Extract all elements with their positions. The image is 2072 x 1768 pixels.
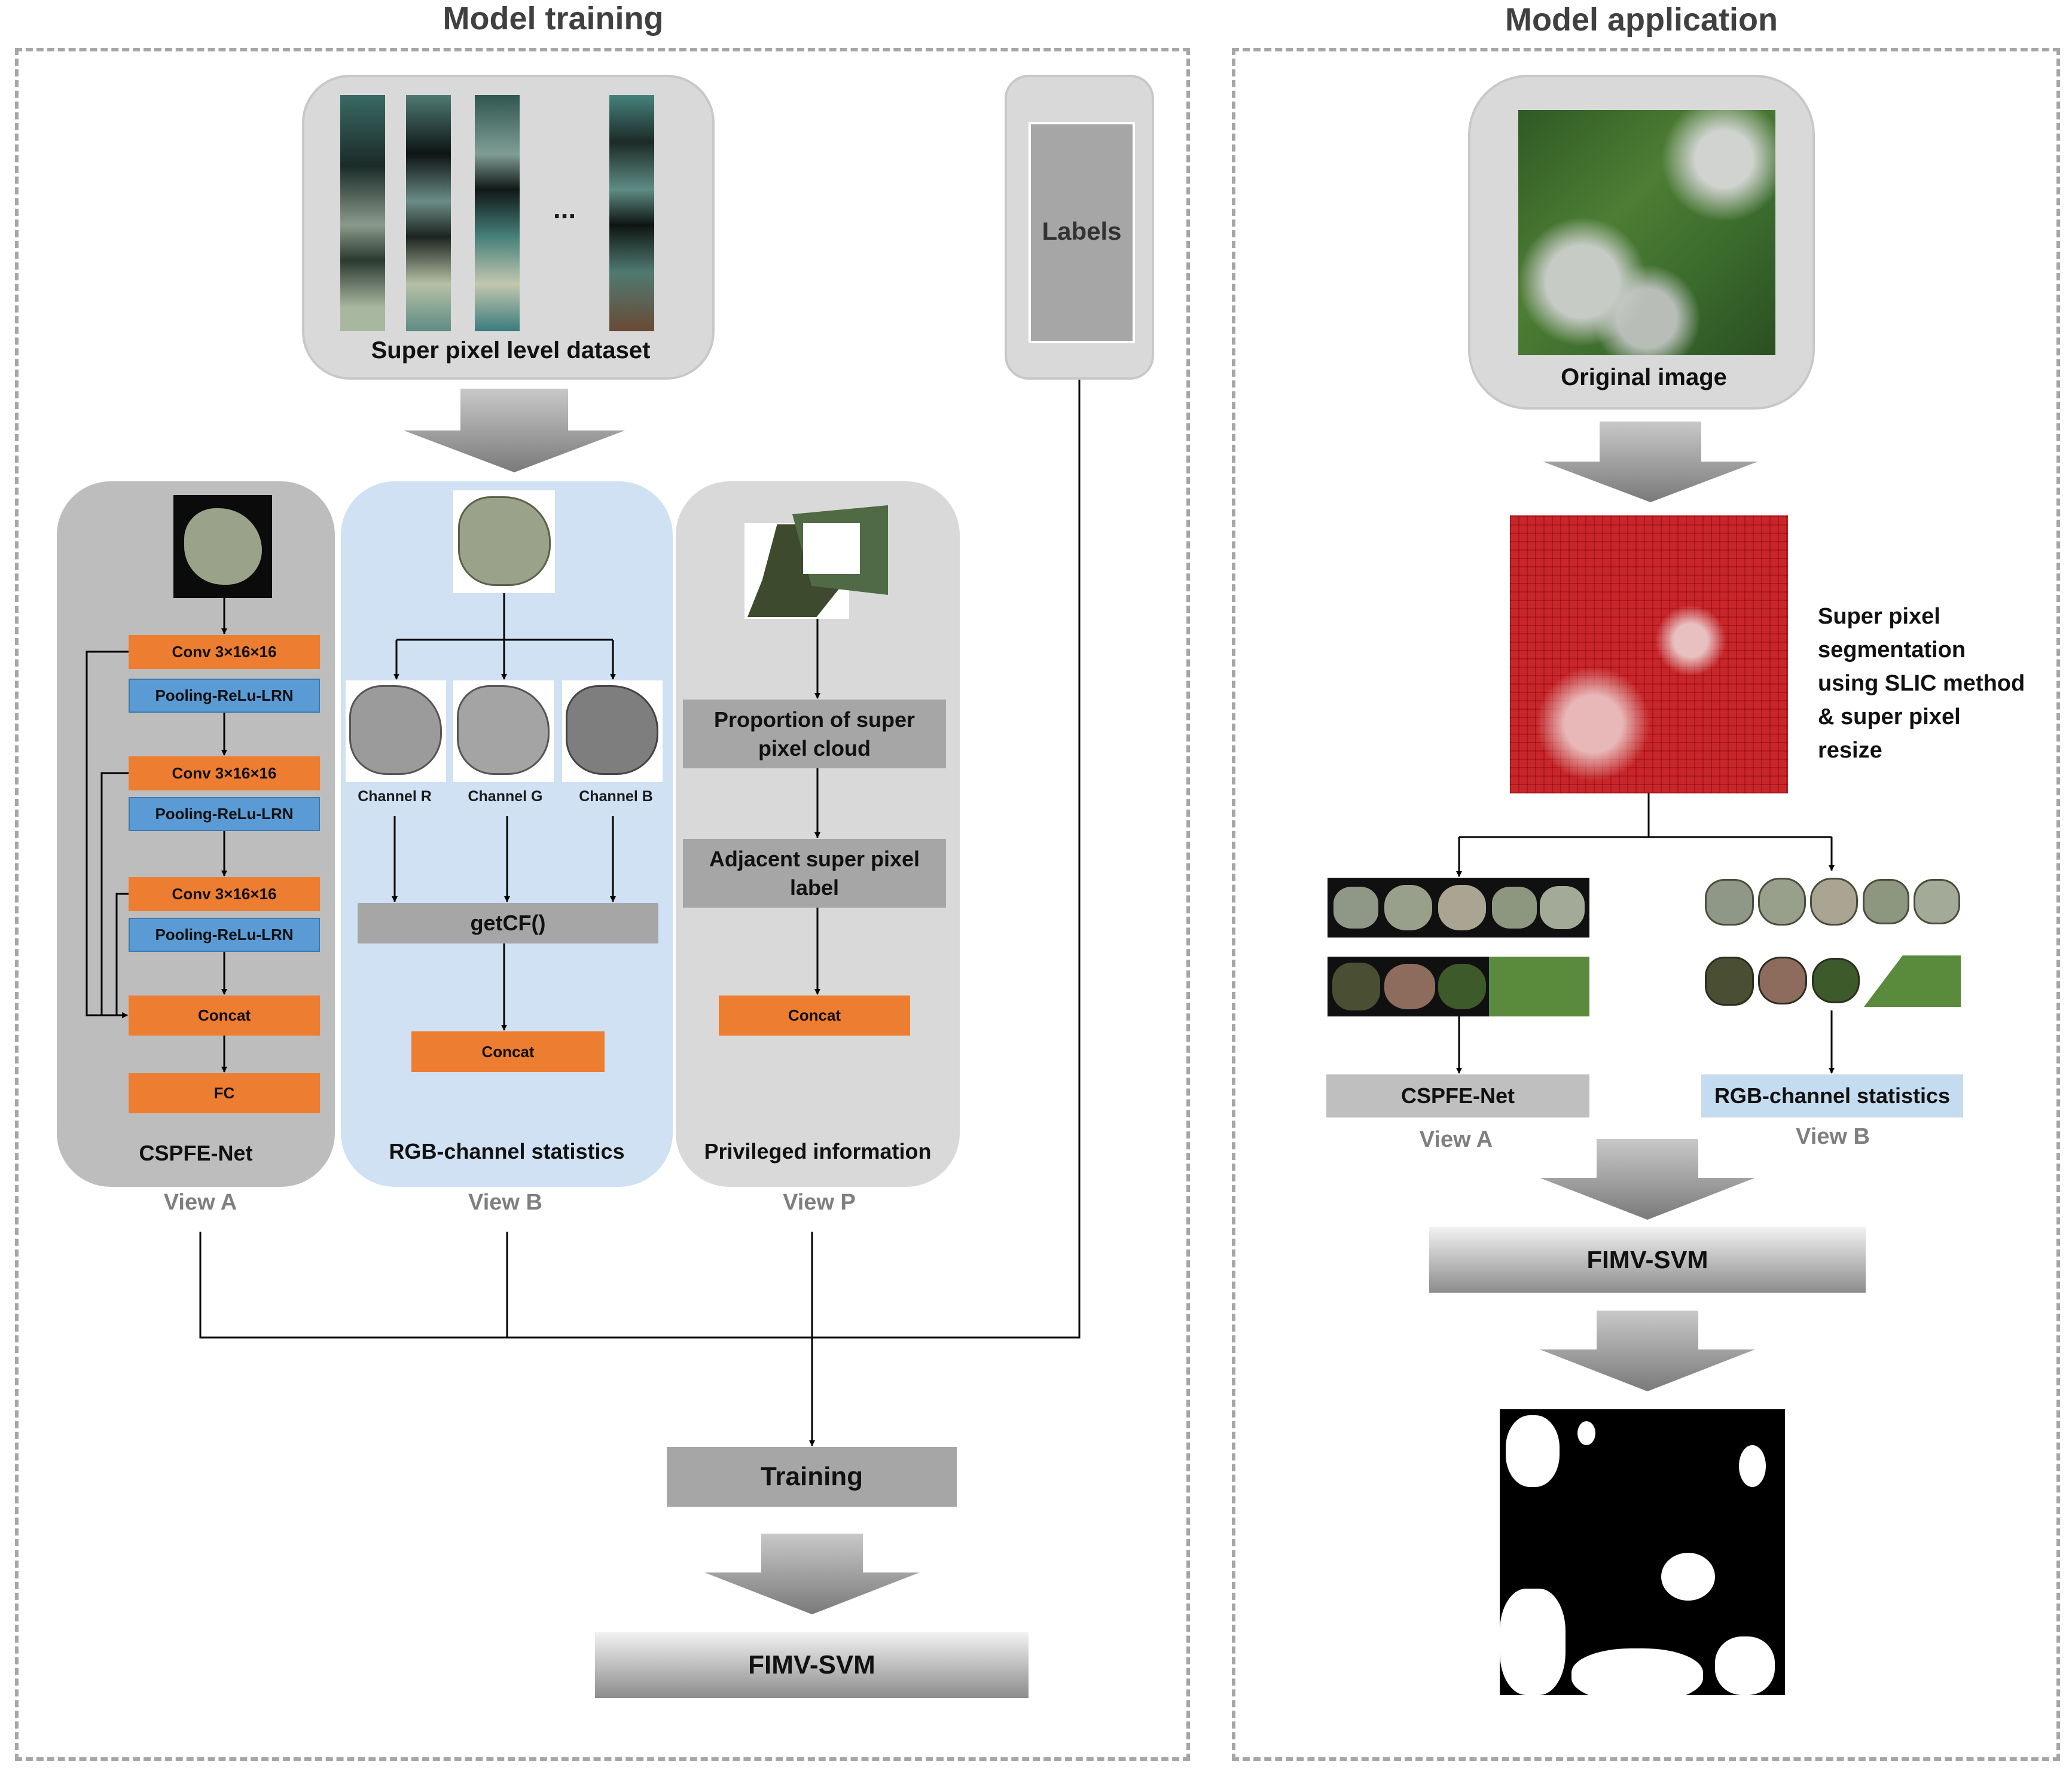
- cloud-proportion-block: Proportion of super pixel cloud: [683, 700, 946, 768]
- channel-b-image: [562, 680, 663, 782]
- segmentation-line-3: using SLIC method: [1818, 671, 2025, 696]
- dataset-strip-1: [340, 95, 385, 331]
- dataset-strip-2: [406, 95, 451, 331]
- channel-b-label: Channel B: [579, 788, 653, 805]
- pooling-block-1: Pooling-ReLu-LRN: [129, 679, 320, 713]
- dataset-box: ... Super pixel level dataset: [302, 75, 715, 380]
- training-frame: [15, 48, 1190, 1761]
- view-p-panel-name: Privileged information: [704, 1139, 932, 1164]
- view-a-input-image: [173, 495, 272, 598]
- segmentation-line-1: Super pixel: [1818, 604, 1940, 629]
- segmentation-line-2: segmentation: [1818, 637, 1966, 662]
- application-frame: [1232, 48, 2060, 1761]
- rgb-statistics-app-box: RGB-channel statistics: [1701, 1074, 1963, 1117]
- view-b-patches-row-2: [1701, 951, 1963, 1010]
- channel-g-label: Channel G: [468, 788, 543, 805]
- view-b-panel-name: RGB-channel statistics: [389, 1139, 625, 1164]
- view-a-label: View A: [163, 1190, 237, 1215]
- conv-block-3: Conv 3×16×16: [129, 877, 320, 911]
- view-b-label: View B: [468, 1190, 542, 1215]
- view-a-patches-row-2: [1328, 957, 1589, 1016]
- app-view-b-label: View B: [1796, 1124, 1870, 1149]
- concat-block-b: Concat: [411, 1031, 605, 1072]
- concat-block-a: Concat: [129, 996, 320, 1036]
- segmentation-line-5: resize: [1818, 738, 1882, 763]
- views-down-arrow: [1540, 1139, 1755, 1220]
- view-b-patches-row-1: [1701, 872, 1963, 932]
- fc-block: FC: [129, 1073, 320, 1113]
- view-p-label: View P: [783, 1190, 856, 1215]
- conv-block-2: Conv 3×16×16: [129, 756, 320, 790]
- original-image-box: Original image: [1468, 75, 1815, 410]
- view-a-panel: [57, 481, 335, 1187]
- dataset-strip-4: [609, 95, 654, 331]
- model-application-title: Model application: [1505, 2, 1778, 38]
- training-connectors: [86, 380, 1081, 1446]
- pooling-block-2: Pooling-ReLu-LRN: [129, 797, 320, 831]
- fimv-svm-training: FIMV-SVM: [595, 1632, 1029, 1698]
- dataset-label: Super pixel level dataset: [371, 337, 651, 364]
- channel-r-image: [346, 680, 446, 782]
- fimv-svm-app: FIMV-SVM: [1429, 1227, 1866, 1293]
- view-b-input-image: [453, 490, 555, 593]
- original-image: [1518, 110, 1775, 355]
- labels-text: Labels: [1042, 217, 1122, 245]
- training-down-arrow: [704, 1534, 920, 1614]
- training-box: Training: [667, 1447, 957, 1507]
- view-p-input-image: [744, 505, 888, 619]
- cspfe-net-app-box: CSPFE-Net: [1326, 1074, 1589, 1117]
- concat-block-p: Concat: [719, 996, 910, 1036]
- segmented-image: [1510, 515, 1788, 793]
- segmentation-line-4: & super pixel: [1818, 704, 1961, 729]
- labels-box: Labels: [1005, 75, 1154, 380]
- original-image-label: Original image: [1561, 364, 1727, 390]
- original-down-arrow: [1543, 422, 1758, 502]
- channel-r-label: Channel R: [358, 788, 432, 805]
- pooling-block-3: Pooling-ReLu-LRN: [129, 918, 320, 952]
- cloud-mask-result: [1500, 1409, 1785, 1695]
- dataset-down-arrow: [404, 389, 625, 472]
- fimv-down-arrow: [1540, 1311, 1755, 1391]
- model-training-title: Model training: [443, 1, 664, 36]
- app-view-a-label: View A: [1419, 1127, 1493, 1152]
- adjacent-label-block: Adjacent super pixel label: [683, 839, 946, 908]
- view-a-patches-row-1: [1328, 878, 1589, 938]
- getcf-block: getCF(): [358, 903, 658, 943]
- dataset-strip-3: [475, 95, 520, 331]
- conv-block-1: Conv 3×16×16: [129, 635, 320, 669]
- labels-inner: Labels: [1029, 122, 1135, 343]
- view-a-panel-name: CSPFE-Net: [139, 1141, 253, 1165]
- channel-g-image: [453, 680, 554, 782]
